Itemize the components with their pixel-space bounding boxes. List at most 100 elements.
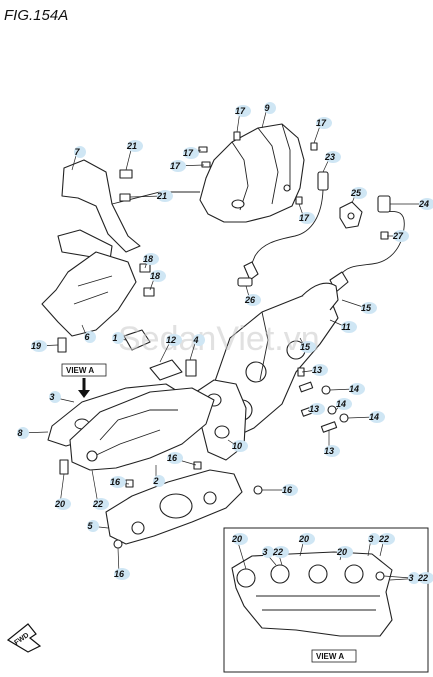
callout-number: 17 [316, 118, 327, 128]
callout-number: 21 [156, 191, 167, 201]
callout-number: 15 [361, 303, 372, 313]
callout-c-21a: 21 [126, 140, 143, 152]
callout-c-8: 8 [17, 427, 29, 439]
callout-c-15b: 15 [300, 341, 316, 353]
callout-number: 11 [341, 322, 350, 332]
callout-c-2: 2 [152, 475, 165, 487]
callout-number: 9 [264, 103, 269, 113]
callout-number: 16 [114, 569, 125, 579]
callout-c-26: 26 [244, 294, 261, 306]
callout-number: 20 [298, 534, 309, 544]
callout-number: 24 [418, 199, 429, 209]
callout-number: 3 [368, 534, 373, 544]
callout-number: 17 [183, 148, 194, 158]
callout-number: 17 [170, 161, 181, 171]
callout-c-3a: 3 [49, 391, 61, 403]
callout-bubble [408, 572, 420, 584]
callout-c-17d: 17 [316, 117, 332, 129]
callout-number: 14 [369, 412, 379, 422]
watermark: SedanViet.vn [118, 320, 320, 358]
callout-bubble [351, 187, 367, 199]
callout-c-25: 25 [350, 187, 367, 199]
callout-number: 17 [235, 106, 246, 116]
mounting-bracket [57, 159, 200, 261]
figure-title: FIG.154A [4, 7, 68, 24]
callout-c-11: 11 [341, 321, 357, 333]
callout-c-5: 5 [87, 520, 99, 532]
callout-c-22d: 22 [417, 572, 433, 584]
callout-bubble [193, 334, 205, 346]
callout-c-20b: 20 [231, 533, 248, 545]
callout-number: 22 [378, 534, 389, 544]
callout-c-3c: 3 [368, 533, 380, 545]
callout-bubble [232, 440, 248, 452]
leader-c-21b [129, 195, 163, 198]
callout-number: 20 [54, 499, 65, 509]
callout-c-16b: 16 [110, 476, 126, 488]
callout-bubble [55, 498, 71, 510]
callout-number: 22 [417, 573, 428, 583]
callout-number: 7 [74, 147, 80, 157]
callout-bubble [166, 334, 182, 346]
callout-number: 1 [112, 333, 117, 343]
callout-number: 16 [167, 453, 178, 463]
callout-bubble [74, 146, 86, 158]
callout-bubble [127, 140, 143, 152]
callout-bubble [264, 102, 276, 114]
callout-bubble [110, 476, 126, 488]
callout-bubble [87, 520, 99, 532]
exhaust-manifold-lower [59, 387, 215, 475]
callout-bubble [153, 475, 165, 487]
callout-bubble [379, 533, 395, 545]
callout-bubble [325, 151, 341, 163]
callout-number: 27 [392, 231, 404, 241]
callout-bubble [299, 533, 315, 545]
callout-number: 18 [143, 254, 153, 264]
callout-bubble [183, 147, 199, 159]
callout-number: 16 [110, 477, 121, 487]
oxygen-sensor-downstream [329, 195, 405, 293]
callout-bubble [312, 364, 328, 376]
callout-bubble [369, 411, 385, 423]
callout-bubble [337, 546, 353, 558]
view-a-inset [223, 527, 429, 673]
callout-bubble [245, 294, 261, 306]
callout-number: 3 [408, 573, 413, 583]
callout-bubble [300, 341, 316, 353]
callout-bubble [157, 190, 173, 202]
callout-c-3d: 3 [408, 572, 420, 584]
callout-bubble [361, 302, 377, 314]
callout-number: 5 [87, 521, 93, 531]
callout-number: 18 [150, 271, 160, 281]
callout-c-6: 6 [84, 331, 96, 343]
lower-heat-shield [105, 461, 263, 549]
callout-bubble [84, 331, 96, 343]
callout-number: 2 [152, 476, 158, 486]
callout-bubble [299, 212, 315, 224]
callout-number: 14 [349, 384, 359, 394]
callout-c-22c: 22 [378, 533, 395, 545]
callout-c-15a: 15 [361, 302, 377, 314]
callout-c-21b: 21 [156, 190, 173, 202]
callout-c-12: 12 [166, 334, 182, 346]
callout-bubble [341, 321, 357, 333]
callout-c-17c: 17 [170, 160, 186, 172]
callout-number: 13 [324, 446, 334, 456]
callout-bubble [273, 546, 289, 558]
callout-number: 19 [31, 341, 41, 351]
callout-bubble [17, 427, 29, 439]
upper-heat-shield [199, 123, 305, 223]
leader-c-3d [383, 575, 412, 579]
callout-bubble [31, 340, 47, 352]
callout-c-10: 10 [232, 440, 248, 452]
callout-c-16a: 16 [167, 452, 183, 464]
oxygen-sensor-upstream [237, 171, 329, 287]
callout-c-17a: 17 [235, 105, 251, 117]
callout-c-19: 19 [31, 340, 47, 352]
callout-number: 22 [272, 547, 283, 557]
callout-c-3b: 3 [262, 546, 274, 558]
callout-bubble [150, 270, 166, 282]
callout-c-14a: 14 [349, 383, 365, 395]
